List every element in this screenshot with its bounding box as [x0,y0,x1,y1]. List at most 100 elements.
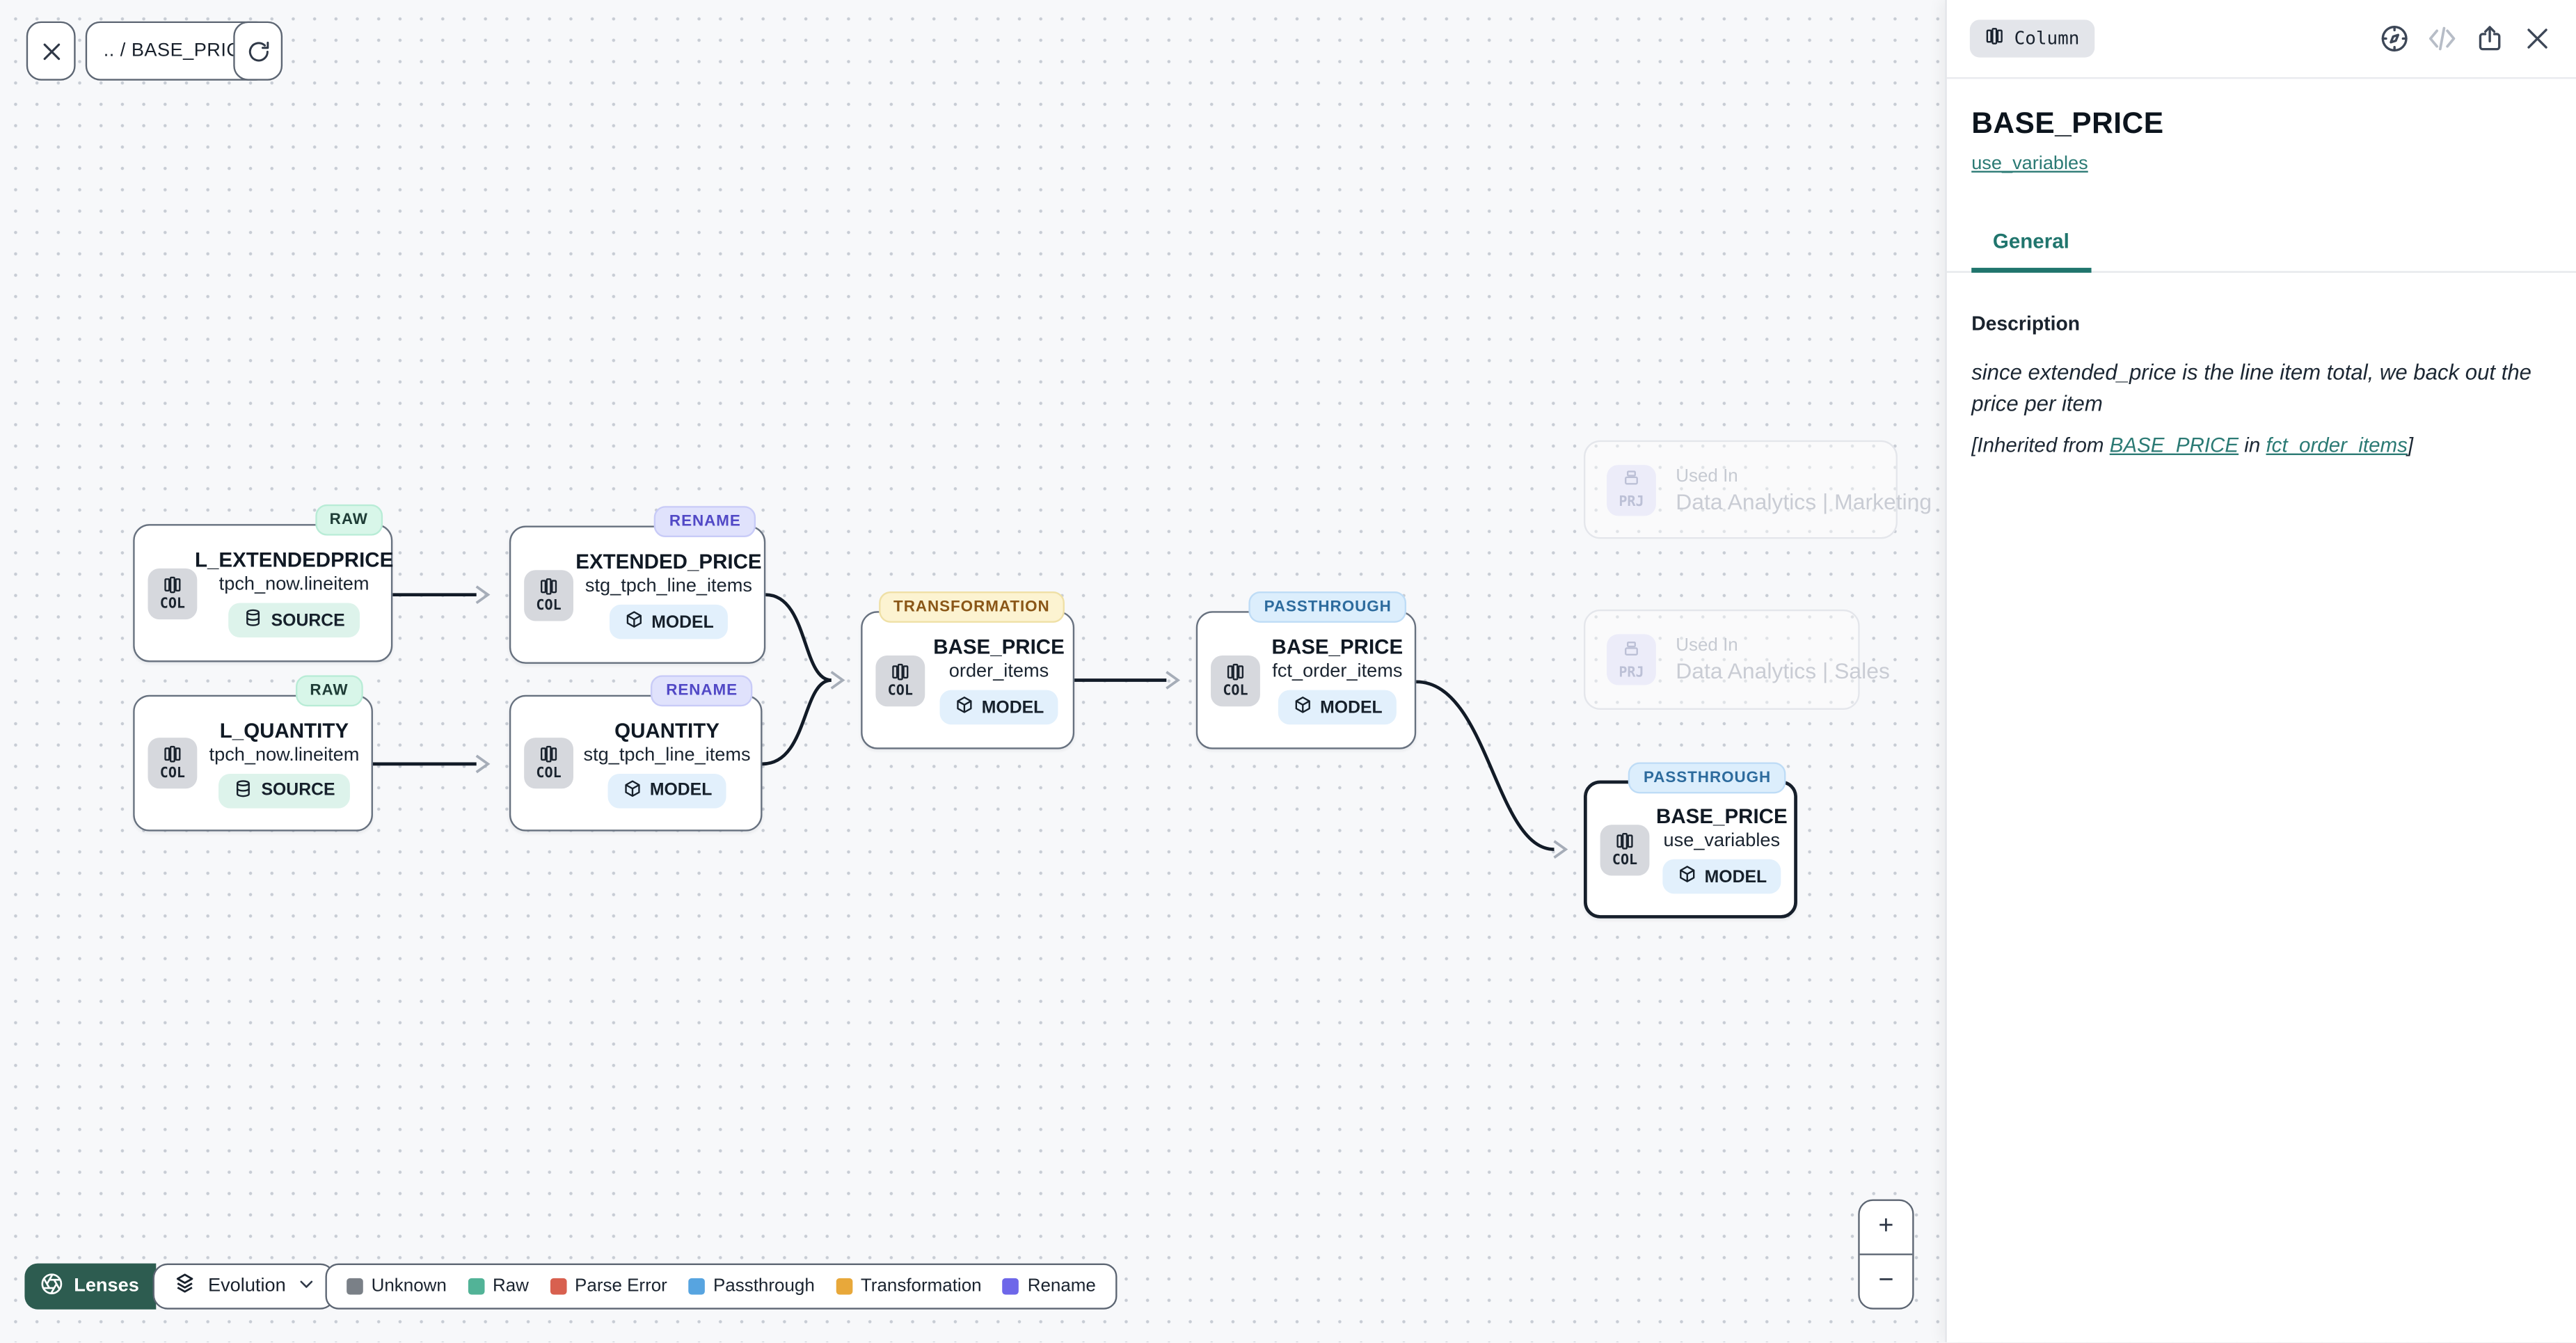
edge [1416,680,1555,851]
inherited-column-link[interactable]: BASE_PRICE [2109,434,2239,458]
columns-icon [539,576,558,596]
legend-swatch [836,1278,853,1295]
lens-legend: Unknown Raw Parse Error Passthrough Tran… [325,1263,1118,1310]
edge [762,678,832,766]
inherited-middle: in [2239,434,2266,458]
node-base-price-use-variables-selected[interactable]: PASSTHROUGH COL BASE_PRICE use_variables… [1584,762,1797,919]
entity-type-badge: Column [1969,19,2094,58]
node-body: L_QUANTITY tpch_now.lineitem SOURCE [209,719,360,808]
arrowhead-icon [475,585,491,605]
node-badge: PASSTHROUGH [1628,762,1786,794]
ghost-node-used-in-marketing[interactable]: PRJ Used In Data Analytics | Marketing [1584,440,1932,539]
share-button[interactable] [2472,22,2505,55]
inherited-model-link[interactable]: fct_order_items [2266,434,2408,458]
layers-icon [172,1271,196,1301]
node-body: QUANTITY stg_tpch_line_items MODEL [584,718,751,808]
node-subtitle: order_items [948,662,1049,682]
columns-icon [891,661,910,681]
node-l-extendedprice[interactable]: RAW COL L_EXTENDEDPRICE tpch_now.lineite… [133,504,393,662]
source-pill: SOURCE [228,603,360,638]
tab-general[interactable]: General [1971,230,2091,273]
node-subtitle: stg_tpch_line_items [583,745,751,765]
legend-swatch [1003,1278,1019,1295]
refresh-icon [246,38,270,63]
node-body: BASE_PRICE use_variables MODEL [1656,805,1788,894]
columns-icon [163,574,182,594]
ghost-body: Used In Data Analytics | Marketing [1676,466,1932,513]
legend-swatch [468,1278,485,1295]
node-subtitle: tpch_now.lineitem [218,575,369,595]
description-heading: Description [1971,312,2081,335]
node-base-price-order-items[interactable]: TRANSFORMATION COL BASE_PRICE order_item… [861,591,1075,749]
page-title: BASE_PRICE [1971,106,2164,140]
explore-compass-button[interactable] [2377,22,2410,55]
node-title: BASE_PRICE [1656,804,1788,828]
legend-label: Unknown [371,1276,447,1296]
pill-label: SOURCE [261,780,335,800]
node-subtitle: tpch_now.lineitem [209,745,360,765]
lenses-button[interactable]: Lenses [24,1263,156,1310]
entity-type-label: Column [2014,28,2080,49]
columns-icon [163,745,182,764]
close-panel-button[interactable] [2520,22,2553,55]
node-badge: RAW [295,675,363,707]
ghost-node-used-in-sales[interactable]: PRJ Used In Data Analytics | Sales [1584,609,1890,710]
columns-icon [1225,661,1245,681]
legend-label: Parse Error [575,1276,667,1296]
cube-icon [623,610,643,634]
column-chip: COL [875,654,925,706]
cube-icon [1677,864,1696,889]
inherited-note: [Inherited from BASE_PRICE in fct_order_… [1971,434,2551,457]
panel-actions [2377,22,2553,55]
legend-label: Raw [492,1276,529,1296]
node-l-quantity[interactable]: RAW COL L_QUANTITY tpch_now.lineitem SOU… [133,675,373,832]
pill-label: MODEL [649,780,713,800]
pill-label: MODEL [651,612,714,632]
column-chip: COL [524,569,573,621]
model-pill: MODEL [1662,859,1782,894]
chip-label: COL [1223,682,1248,699]
panel-header: Column [1946,0,2576,79]
legend-item: Unknown [347,1276,447,1296]
code-button[interactable] [2425,22,2458,55]
inherited-prefix: [Inherited from [1971,434,2110,458]
project-name: Data Analytics | Sales [1676,658,1890,684]
column-chip: COL [1600,824,1650,875]
chip-label: COL [1612,852,1638,868]
legend-swatch [688,1278,706,1295]
column-chip: COL [148,738,198,789]
project-icon [1621,638,1641,662]
project-chip: PRJ [1607,463,1656,516]
zoom-controls: + − [1858,1199,1914,1310]
node-base-price-fct-order-items[interactable]: PASSTHROUGH COL BASE_PRICE fct_order_ite… [1195,591,1417,749]
lens-label: Evolution [207,1276,286,1296]
breadcrumb-label: .. / BASE_PRICE [103,41,254,61]
pill-label: MODEL [981,697,1044,717]
node-extended-price[interactable]: RENAME COL EXTENDED_PRICE stg_tpch_line_… [509,506,766,664]
chip-label: COL [159,765,186,782]
node-title: QUANTITY [614,718,719,742]
node-badge: RENAME [651,675,753,707]
lens-select-evolution[interactable]: Evolution [152,1263,335,1310]
detail-panel: Column BASE_PRICE use_variables General … [1945,0,2576,1342]
node-body: BASE_PRICE order_items MODEL [933,636,1065,725]
legend-item: Rename [1003,1276,1096,1296]
columns-icon [1615,830,1635,850]
zoom-out-button[interactable]: − [1878,1266,1894,1295]
zoom-in-button[interactable]: + [1859,1201,1913,1255]
model-pill: MODEL [939,690,1059,725]
chevron-down-icon [297,1275,315,1298]
node-quantity[interactable]: RENAME COL QUANTITY stg_tpch_line_items … [509,675,763,832]
refresh-button[interactable] [233,21,283,81]
column-chip: COL [148,567,198,619]
node-badge: PASSTHROUGH [1249,591,1407,623]
aperture-icon [40,1271,64,1301]
chip-label: COL [536,765,562,782]
edge [765,593,832,682]
node-subtitle: fct_order_items [1272,662,1403,682]
chip-label: COL [159,595,186,612]
close-lineage-button[interactable] [26,21,76,81]
node-subtitle: stg_tpch_line_items [585,576,752,597]
project-icon [1621,468,1641,493]
model-link[interactable]: use_variables [1971,154,2088,175]
